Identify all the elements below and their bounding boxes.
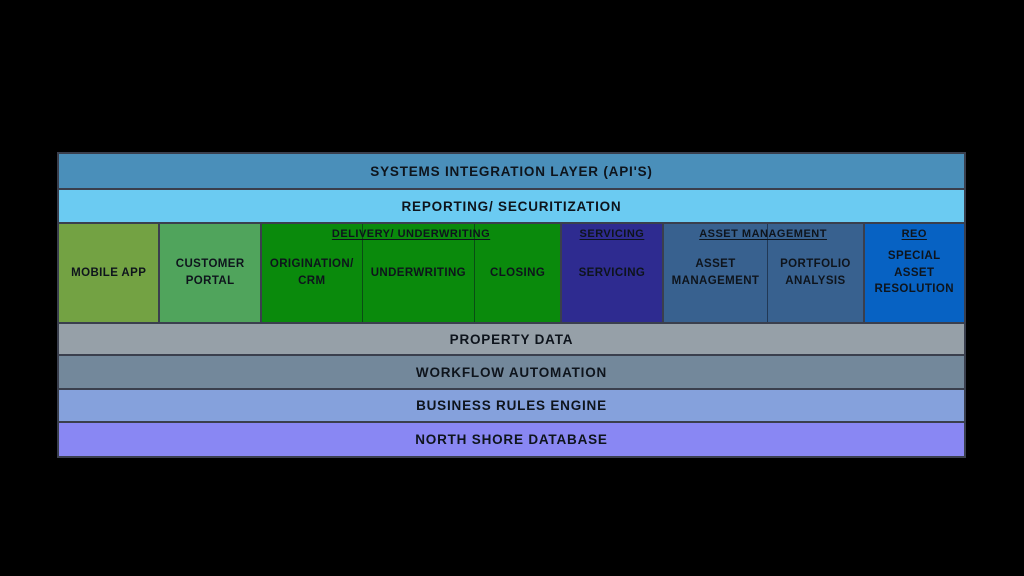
portfolio-analysis-label: PORTFOLIO ANALYSIS (780, 258, 851, 287)
special-asset-resolution-label: SPECIAL ASSET RESOLUTION (874, 249, 954, 296)
row-business-rules-engine: BUSINESS RULES ENGINE (59, 388, 964, 421)
systems-architecture-diagram: SYSTEMS INTEGRATION LAYER (API'S) REPORT… (57, 152, 966, 458)
row-property-data: PROPERTY DATA (59, 322, 964, 354)
asset-management-subcolumns: ASSET MANAGEMENT PORTFOLIO ANALYSIS (664, 224, 863, 322)
servicing-label: SERVICING (578, 266, 646, 279)
cell-asset-management: ASSET MANAGEMENT (664, 224, 768, 322)
row-business-columns: MOBILE APP CUSTOMER PORTAL DELIVERY/ UND… (59, 222, 964, 322)
origination-crm-label: ORIGINATION/ CRM (269, 258, 354, 287)
systems-integration-layer-label: SYSTEMS INTEGRATION LAYER (API'S) (370, 163, 653, 179)
reporting-securitization-label: REPORTING/ SECURITIZATION (401, 198, 622, 214)
column-group-asset-management: ASSET MANAGEMENT ASSET MANAGEMENT PORTFO… (661, 224, 863, 322)
cell-servicing: SERVICING (562, 224, 661, 322)
column-customer-portal: CUSTOMER PORTAL (158, 224, 260, 322)
column-mobile-app: MOBILE APP (59, 224, 159, 322)
servicing-subcolumns: SERVICING (562, 224, 661, 322)
workflow-automation-label: WORKFLOW AUTOMATION (415, 364, 608, 380)
reo-subcolumns: SPECIAL ASSET RESOLUTION (865, 224, 964, 322)
row-reporting-securitization: REPORTING/ SECURITIZATION (59, 188, 964, 222)
mobile-app-label: MOBILE APP (71, 266, 147, 279)
row-systems-integration-layer: SYSTEMS INTEGRATION LAYER (API'S) (59, 154, 964, 188)
north-shore-database-label: NORTH SHORE DATABASE (415, 432, 608, 447)
cell-portfolio-analysis: PORTFOLIO ANALYSIS (767, 224, 862, 322)
column-group-servicing: SERVICING SERVICING (560, 224, 662, 322)
business-rules-engine-label: BUSINESS RULES ENGINE (416, 398, 607, 413)
column-group-reo: REO SPECIAL ASSET RESOLUTION (862, 224, 964, 322)
customer-portal-label: CUSTOMER PORTAL (175, 258, 245, 287)
cell-origination-crm: ORIGINATION/ CRM (262, 224, 362, 322)
cell-underwriting: UNDERWRITING (361, 224, 474, 322)
cell-closing: CLOSING (474, 224, 560, 322)
column-group-delivery-underwriting: DELIVERY/ UNDERWRITING ORIGINATION/ CRM … (259, 224, 561, 322)
asset-management-label: ASSET MANAGEMENT (671, 258, 760, 287)
property-data-label: PROPERTY DATA (449, 331, 574, 347)
row-north-shore-database: NORTH SHORE DATABASE (59, 421, 964, 456)
closing-label: CLOSING (490, 266, 546, 279)
underwriting-label: UNDERWRITING (370, 266, 466, 279)
cell-special-asset-resolution: SPECIAL ASSET RESOLUTION (865, 224, 964, 322)
delivery-underwriting-subcolumns: ORIGINATION/ CRM UNDERWRITING CLOSING (262, 224, 560, 322)
row-workflow-automation: WORKFLOW AUTOMATION (59, 354, 964, 388)
